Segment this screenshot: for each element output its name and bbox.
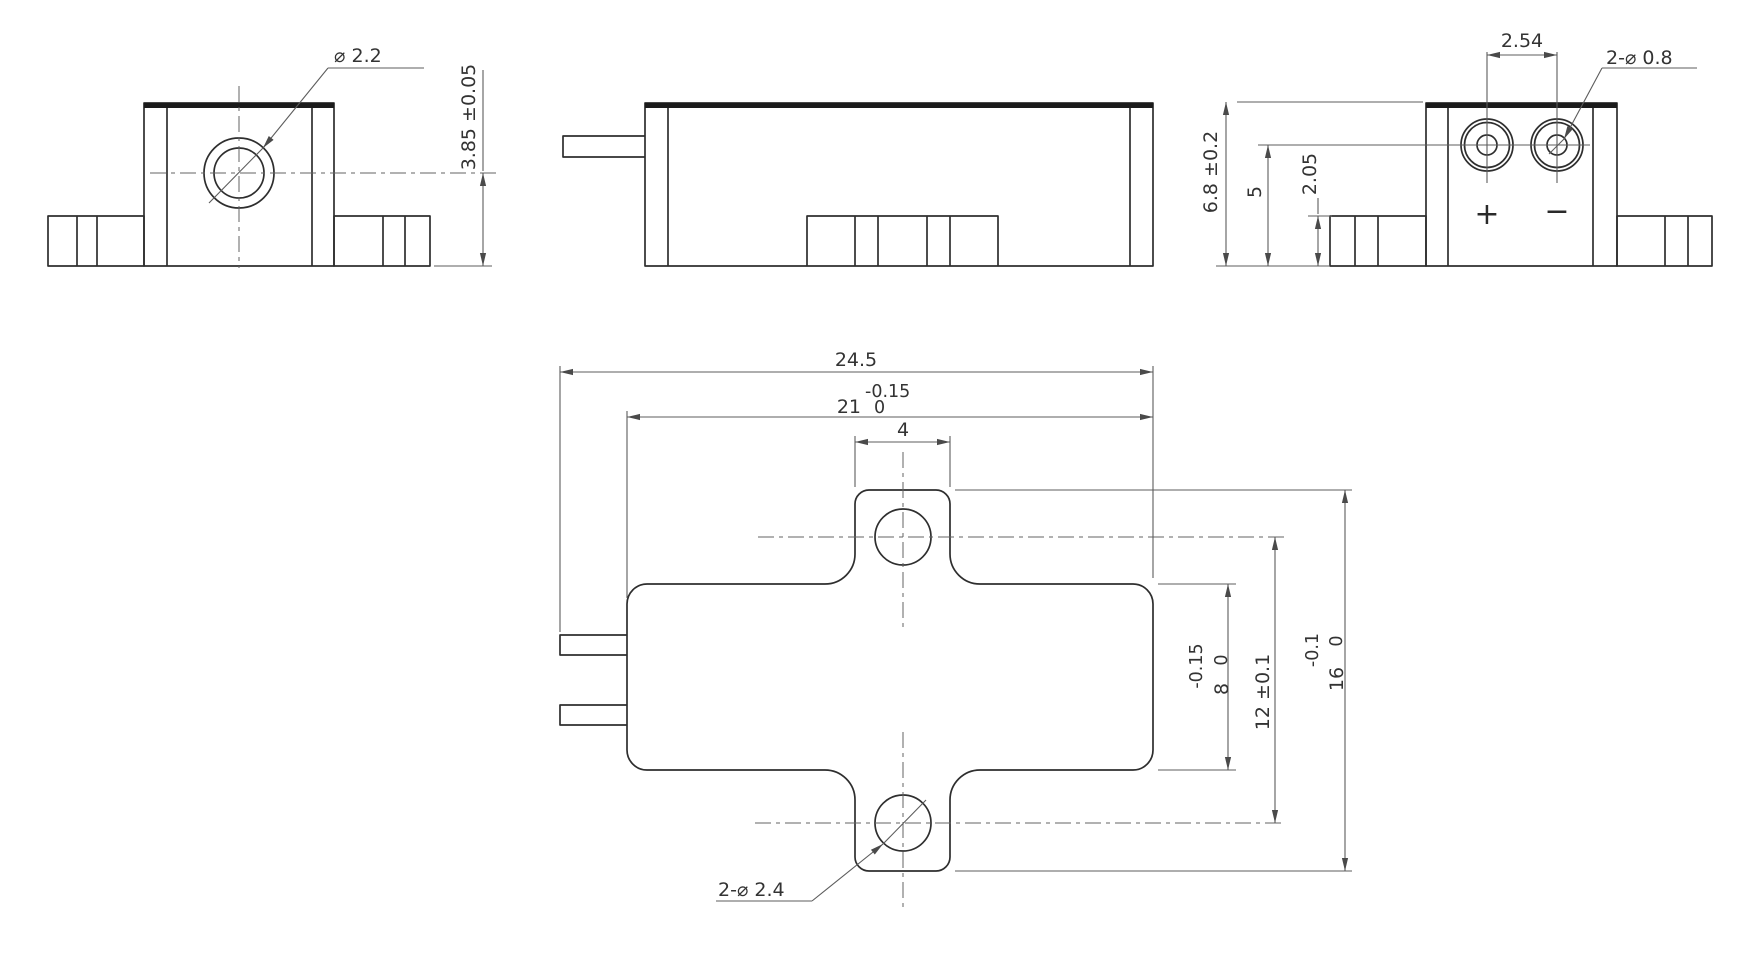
plan-outline (626, 489, 1154, 872)
hole-diameter-label: 2-⌀ 2.4 (718, 879, 785, 901)
plan-lead-lower (559, 704, 627, 726)
body-width-tol-top: -0.15 (1187, 643, 1207, 688)
negative-pin-label: − (1544, 194, 1569, 229)
side-lead (562, 135, 645, 158)
back-view: + − 2.54 2-⌀ 0.8 6.8 ±0.2 5 2.05 (1200, 30, 1713, 267)
body-length-tol-bottom: 0 (874, 398, 885, 418)
pin-dia-leader (1563, 67, 1603, 140)
body-length-label: 21 (837, 396, 861, 418)
beam-height-label: 3.85 ±0.05 (458, 64, 480, 171)
body-width-label: 8 (1211, 683, 1233, 695)
pin-height-label: 5 (1244, 186, 1266, 198)
overall-length-label: 24.5 (835, 349, 877, 371)
height-label: 6.8 ±0.2 (1200, 131, 1222, 213)
side-body (644, 102, 1154, 267)
overall-width-tol-top: -0.1 (1303, 633, 1323, 667)
hole-pitch-label: 12 ±0.1 (1252, 654, 1274, 730)
positive-pin-label: + (1474, 197, 1499, 232)
front-right-flange (333, 215, 431, 267)
front-left-flange (47, 215, 145, 267)
pin-dia-leader-through (1548, 138, 1565, 155)
flange-thickness-label: 2.05 (1299, 153, 1321, 195)
body-length-tol-top: -0.15 (865, 382, 910, 402)
aperture-leader (262, 67, 329, 149)
pin-diameter-label: 2-⌀ 0.8 (1606, 47, 1673, 69)
body-width-tol-bottom: 0 (1212, 654, 1232, 665)
front-view: ⌀ 2.2 3.85 ±0.05 (47, 45, 497, 268)
hole-dia-leader-through (882, 799, 927, 845)
plan-lead-upper (559, 634, 627, 656)
side-mount-tab (806, 215, 999, 266)
back-body (1425, 102, 1618, 267)
plan-view: 24.5 21 -0.15 0 4 8 0 -0.15 12 ±0.1 16 0… (559, 349, 1352, 912)
aperture-diameter-label: ⌀ 2.2 (334, 45, 382, 67)
side-view (562, 102, 1154, 267)
overall-width-label: 16 (1326, 667, 1348, 691)
pin-pitch-label: 2.54 (1501, 30, 1543, 52)
overall-width-tol-bottom: 0 (1327, 635, 1347, 646)
aperture-leader-through (208, 147, 264, 204)
tab-width-label: 4 (897, 419, 909, 441)
hole-dia-leader (811, 843, 884, 902)
